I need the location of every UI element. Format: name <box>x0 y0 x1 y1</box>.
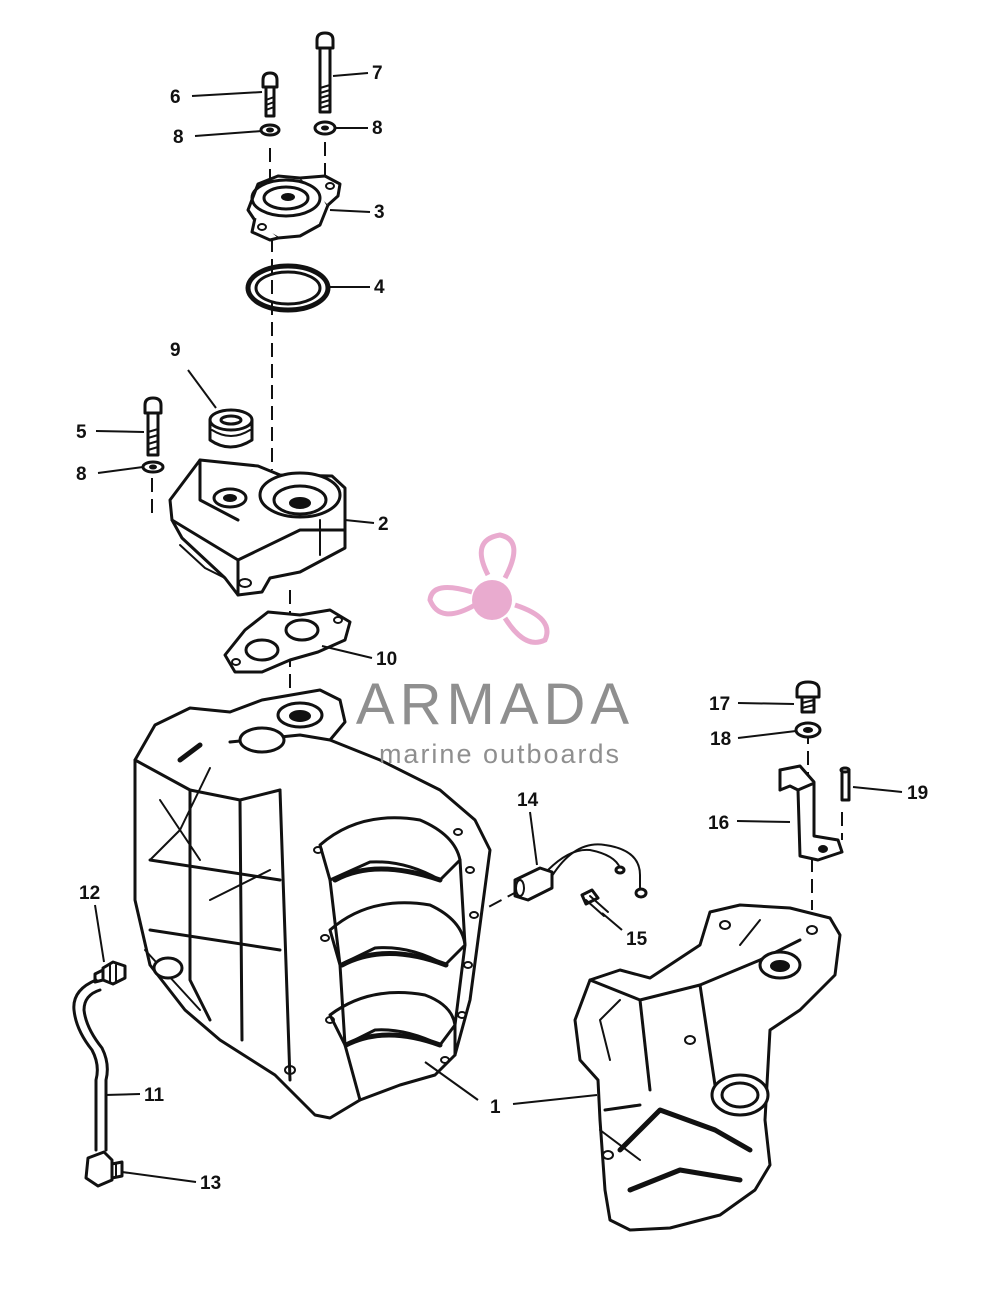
watermark-tagline: marine outboards <box>379 739 621 769</box>
short-bolt-6 <box>261 71 279 118</box>
assembly-axes <box>151 142 843 926</box>
callout-6: 6 <box>170 87 181 108</box>
washer-8-lower <box>141 460 165 474</box>
pin-19 <box>839 766 851 802</box>
callout-14: 14 <box>517 790 539 811</box>
o-ring-4 <box>245 263 331 313</box>
screw-17 <box>795 680 821 714</box>
armada-watermark: ARMADA marine outboards <box>356 532 634 769</box>
cylinder-block-1-rear-view <box>573 903 842 1232</box>
housing-2 <box>168 458 347 597</box>
callout-7: 7 <box>372 63 383 84</box>
fitting-12 <box>93 960 127 986</box>
callout-labels: 7 6 8 8 3 4 9 5 8 2 10 12 11 13 14 15 1 … <box>76 63 928 1194</box>
callout-8-top-left: 8 <box>173 127 184 148</box>
sensor-14 <box>513 843 648 902</box>
callout-13: 13 <box>200 1173 221 1194</box>
callout-4: 4 <box>374 277 385 298</box>
washer-8-right <box>313 120 337 136</box>
callout-1: 1 <box>490 1097 501 1118</box>
callout-19: 19 <box>907 783 928 804</box>
callout-16: 16 <box>708 813 729 834</box>
callout-8-top-right: 8 <box>372 118 383 139</box>
grommet-9 <box>208 408 254 449</box>
watermark-brand: ARMADA <box>356 672 634 737</box>
callout-10: 10 <box>376 649 397 670</box>
washer-18 <box>794 721 822 739</box>
leader-lines <box>94 72 903 1183</box>
hose-11 <box>72 978 109 1152</box>
callout-2: 2 <box>378 514 389 535</box>
callout-15: 15 <box>626 929 648 950</box>
screw-15 <box>580 888 609 917</box>
cover-3 <box>246 174 342 242</box>
callout-11: 11 <box>144 1085 165 1106</box>
long-bolt-7 <box>315 31 335 114</box>
callout-9: 9 <box>170 340 181 361</box>
gasket-10 <box>223 608 352 674</box>
cylinder-block-1 <box>133 688 492 1120</box>
callout-8-lower: 8 <box>76 464 87 485</box>
propeller-icon <box>427 532 550 645</box>
elbow-fitting-13 <box>84 1150 124 1188</box>
bracket-16 <box>778 764 844 862</box>
callout-18: 18 <box>710 729 731 750</box>
washer-8-left <box>259 123 281 137</box>
callout-12: 12 <box>79 883 100 904</box>
bolt-5 <box>143 396 163 457</box>
callout-5: 5 <box>76 422 87 443</box>
callout-17: 17 <box>709 694 730 715</box>
callout-3: 3 <box>374 202 385 223</box>
